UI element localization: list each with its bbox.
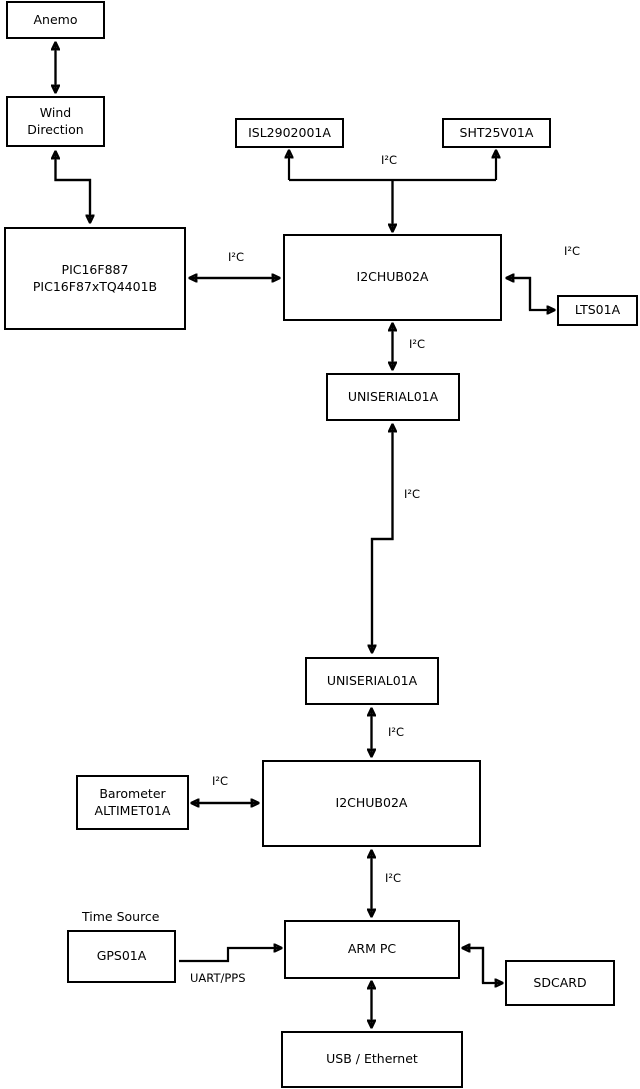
wire-hub-lts <box>506 276 554 310</box>
wire-sdcard-armpc <box>463 948 485 983</box>
node-pic-mcu[interactable]: PIC16F887 PIC16F87xTQ4401B <box>4 227 186 330</box>
edge-label-pic-hub: I²C <box>228 250 245 264</box>
wire-wind-pic <box>54 152 91 222</box>
node-lts01a-label: LTS01A <box>574 302 621 318</box>
node-uniserial01a-bottom[interactable]: UNISERIAL01A <box>305 657 439 705</box>
edge-label-hub-armpc: I²C <box>385 871 402 885</box>
node-wind-direction[interactable]: Wind Direction <box>6 96 105 147</box>
node-gps01a-label: GPS01A <box>96 948 147 964</box>
edge-label-hub-lts: I²C <box>564 244 581 258</box>
node-isl2902001a-label: ISL2902001A <box>248 124 331 140</box>
wire-lts-hub <box>507 278 532 310</box>
node-i2chub02a-top-label: I2CHUB02A <box>356 269 429 285</box>
node-anemo-label: Anemo <box>33 11 78 27</box>
node-sdcard[interactable]: SDCARD <box>505 960 615 1006</box>
edge-label-hub-uniserial-top: I²C <box>409 337 426 351</box>
wire-armpc-sdcard <box>462 946 502 983</box>
node-i2chub02a-top[interactable]: I2CHUB02A <box>283 234 502 321</box>
edge-label-isl-sht-bus: I²C <box>381 153 398 167</box>
wire-gps-armpc <box>179 948 281 963</box>
edge-label-uniserial-link: I²C <box>404 487 421 501</box>
node-sht25v01a[interactable]: SHT25V01A <box>442 118 551 148</box>
node-isl2902001a[interactable]: ISL2902001A <box>235 118 344 148</box>
node-uniserial01a-bottom-label: UNISERIAL01A <box>326 672 418 688</box>
node-barometer-altimet01a-label: Barometer ALTIMET01A <box>94 785 171 818</box>
node-barometer-altimet01a[interactable]: Barometer ALTIMET01A <box>76 775 189 830</box>
node-usb-ethernet[interactable]: USB / Ethernet <box>281 1031 463 1088</box>
label-time-source: Time Source <box>82 909 160 924</box>
node-arm-pc[interactable]: ARM PC <box>284 920 460 979</box>
wire-pic-wind <box>56 152 92 222</box>
edge-label-barometer-hub: I²C <box>212 774 229 788</box>
node-sht25v01a-label: SHT25V01A <box>459 124 534 140</box>
edge-label-gps-armpc: UART/PPS <box>190 971 246 985</box>
edge-label-uniserial-hub-bottom: I²C <box>388 725 405 739</box>
node-usb-ethernet-label: USB / Ethernet <box>326 1051 418 1067</box>
node-anemo[interactable]: Anemo <box>6 1 105 39</box>
node-uniserial01a-top[interactable]: UNISERIAL01A <box>326 373 460 421</box>
node-gps01a[interactable]: GPS01A <box>67 930 176 983</box>
node-lts01a[interactable]: LTS01A <box>557 295 638 326</box>
node-sdcard-label: SDCARD <box>533 974 587 990</box>
node-uniserial01a-top-label: UNISERIAL01A <box>347 388 439 404</box>
node-pic-mcu-label: PIC16F887 PIC16F87xTQ4401B <box>32 261 158 294</box>
node-arm-pc-label: ARM PC <box>347 941 397 957</box>
wire-uniserial-link-down <box>372 425 394 652</box>
node-i2chub02a-bottom[interactable]: I2CHUB02A <box>262 760 481 847</box>
node-i2chub02a-bottom-label: I2CHUB02A <box>335 795 408 811</box>
node-wind-direction-label: Wind Direction <box>27 104 84 137</box>
